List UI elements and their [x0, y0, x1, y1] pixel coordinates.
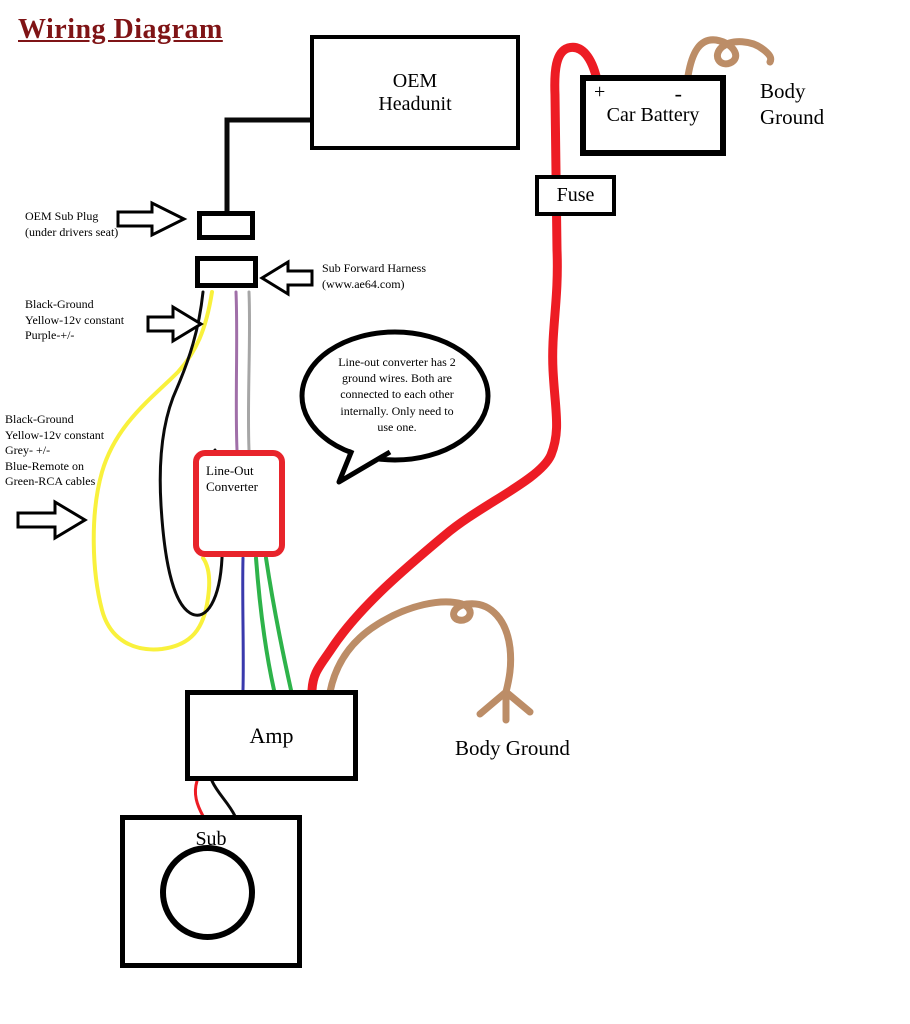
- wire-yellow-constant: [91, 290, 214, 652]
- sub-label: Sub: [195, 828, 227, 850]
- fuse-box: Fuse: [535, 175, 616, 216]
- oem-headunit-label: OEM Headunit: [378, 69, 452, 115]
- sub-speaker-circle: [160, 845, 255, 940]
- wire-headunit-to-plug: [224, 117, 310, 211]
- legend-plug-wires-label: Black-Ground Yellow-12v constant Purple-…: [25, 297, 125, 343]
- battery-minus-terminal: -: [674, 81, 682, 106]
- wire-blue-remote: [241, 556, 245, 692]
- page-title: Wiring Diagram: [18, 14, 223, 45]
- arrow-legend-plug: [146, 304, 204, 344]
- wire-purple: [234, 290, 239, 452]
- wire-brown-ground-bottom: [326, 598, 534, 724]
- sub-forward-harness-box: [195, 256, 258, 288]
- wire-green-rca-1: [254, 556, 276, 692]
- car-battery-box: + - Car Battery: [580, 75, 726, 156]
- speech-bubble: [299, 329, 491, 463]
- arrow-sub-forward-harness: [259, 259, 314, 297]
- oem-sub-plug-label: OEM Sub Plug (under drivers seat): [25, 209, 119, 239]
- legend-converter-wires-label: Black-Ground Yellow-12v constant Grey- +…: [5, 412, 105, 489]
- amp-box: Amp: [185, 690, 358, 781]
- wire-grey: [246, 290, 252, 452]
- wire-amp-to-sub-red: [193, 779, 205, 818]
- line-out-converter-label: Line-Out Converter: [206, 463, 258, 494]
- line-out-converter-box: Line-Out Converter: [193, 450, 285, 557]
- fuse-label: Fuse: [556, 184, 595, 206]
- body-ground-bottom-label: Body Ground: [455, 736, 570, 760]
- arrow-legend-converter: [16, 499, 88, 541]
- battery-plus-terminal: +: [594, 81, 606, 103]
- body-ground-top-label: Body Ground: [760, 79, 825, 130]
- oem-headunit-box: OEM Headunit: [310, 35, 520, 150]
- car-battery-label: Car Battery: [606, 104, 700, 126]
- oem-sub-plug-box: [197, 211, 255, 240]
- sub-forward-harness-label: Sub Forward Harness (www.ae64.com): [322, 261, 426, 291]
- amp-label: Amp: [249, 722, 294, 748]
- wire-red-power: [307, 42, 602, 695]
- arrow-oem-sub-plug: [116, 200, 188, 238]
- wire-brown-ground-top: [684, 36, 775, 80]
- wire-green-rca-2: [264, 556, 293, 692]
- wire-amp-to-sub-black: [210, 779, 237, 818]
- speech-bubble-text: Line-out converter has 2 ground wires. B…: [338, 355, 456, 434]
- speech-bubble-tail: [336, 449, 392, 485]
